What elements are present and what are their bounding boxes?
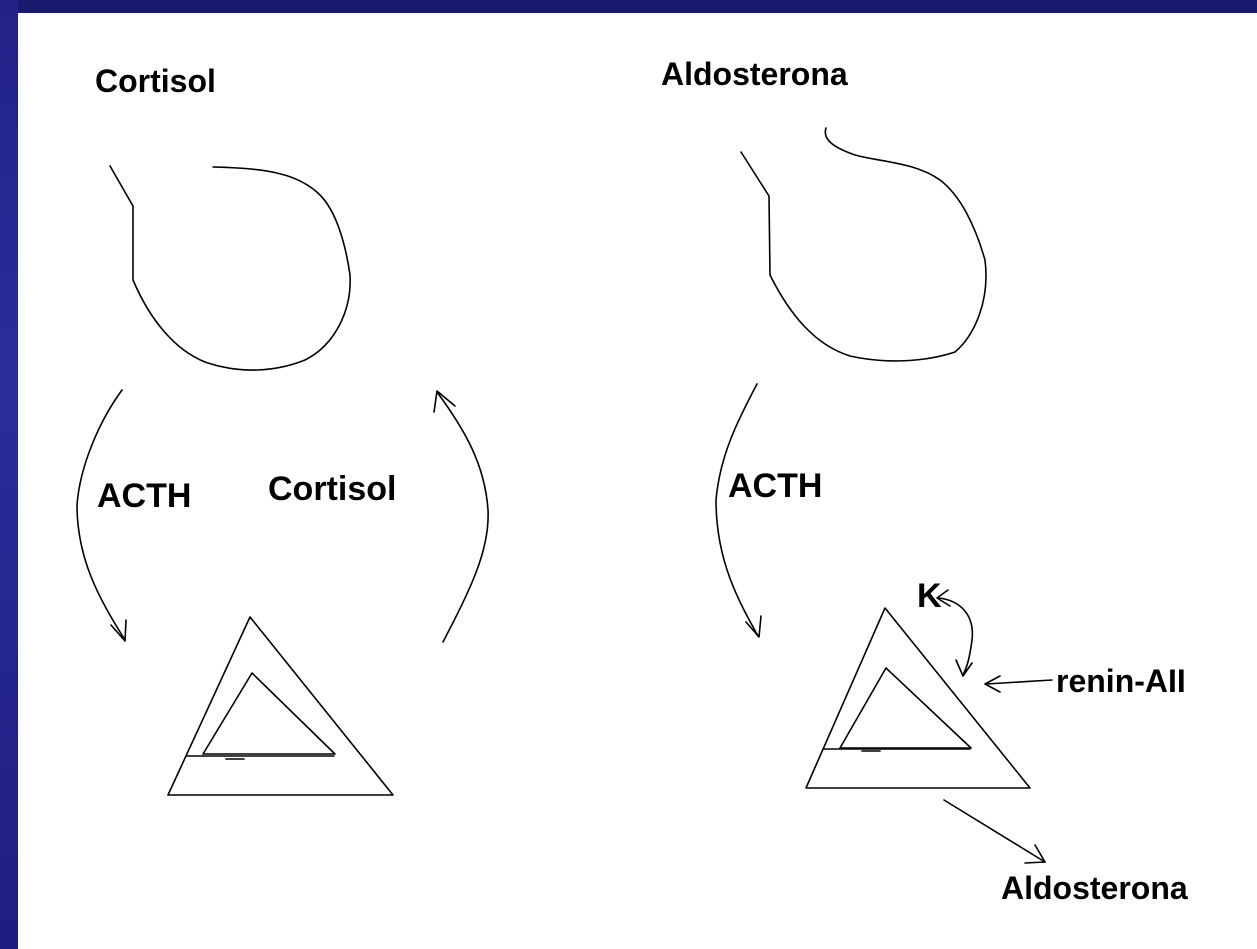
potassium-arrowhead — [956, 660, 972, 676]
left-adrenal-inner-triangle — [203, 673, 335, 754]
renin-label: renin-AII — [1056, 663, 1186, 699]
left-cortisol-feedback-arrow — [437, 392, 488, 642]
right-hypothalamus-pituitary-outline — [741, 128, 986, 361]
potassium-label: K — [917, 577, 942, 615]
renin-arrow — [986, 680, 1052, 684]
aldosterone-output-label: Aldosterona — [1001, 870, 1188, 906]
left-acth-label: ACTH — [97, 477, 191, 515]
right-adrenal-inner-triangle — [840, 668, 971, 748]
right-acth-arrow — [716, 384, 758, 636]
right-title: Aldosterona — [661, 56, 848, 92]
potassium-arrow — [938, 598, 972, 675]
aldosterone-output-arrow — [944, 800, 1045, 862]
right-adrenal-gland — [806, 608, 1030, 788]
left-cortisol-feedback-label: Cortisol — [268, 470, 396, 508]
left-adrenal-gland — [168, 617, 393, 795]
left-adrenal-outer-triangle — [168, 617, 393, 795]
left-acth-arrow — [77, 390, 125, 640]
left-hypothalamus-pituitary-outline — [110, 166, 350, 370]
right-acth-label: ACTH — [728, 467, 822, 505]
left-title: Cortisol — [95, 63, 216, 99]
